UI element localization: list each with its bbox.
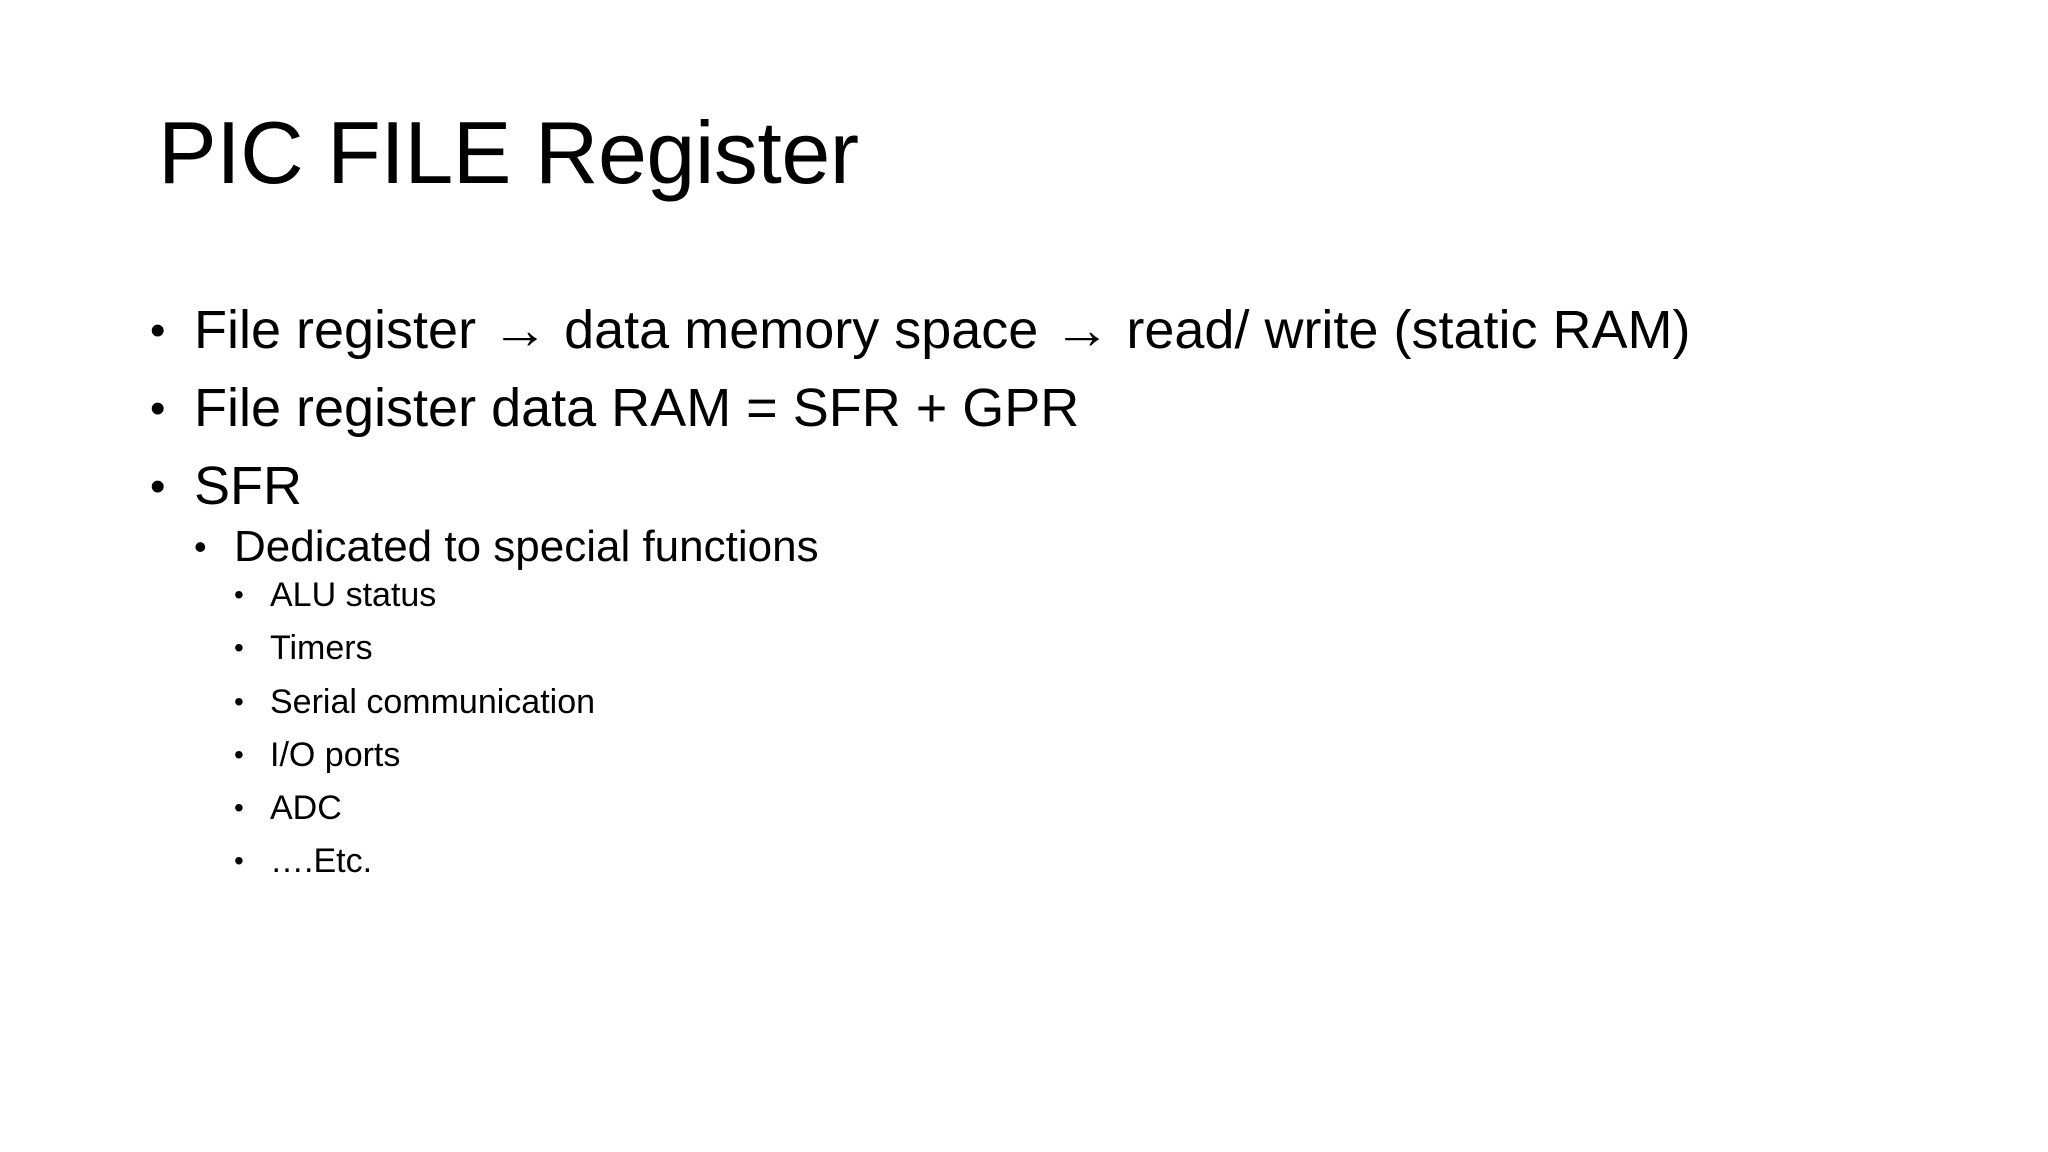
bullet-text-segment-a: File register xyxy=(194,300,477,360)
bullet-item-dedicated-to-special-functions: • Dedicated to special functions • ALU s… xyxy=(194,520,1950,884)
bullet-item-adc: • ADC xyxy=(234,786,1950,830)
bullet-text: Dedicated to special functions xyxy=(234,521,819,571)
page-title: PIC FILE Register xyxy=(158,103,859,202)
bullet-dot-icon: • xyxy=(234,579,244,611)
bullet-item-timers: • Timers xyxy=(234,626,1950,670)
right-arrow-icon: → xyxy=(1053,300,1111,360)
bullet-dot-icon: • xyxy=(234,738,244,770)
bullet-dot-icon: • xyxy=(150,306,166,355)
slide-body-content: • File register → data memory space → re… xyxy=(150,298,1950,895)
bullet-text: ….Etc. xyxy=(270,842,373,881)
bullet-text: Timers xyxy=(270,629,373,668)
bullet-text: ALU status xyxy=(270,576,437,615)
bullet-text: ADC xyxy=(270,789,342,828)
bullet-dot-icon: • xyxy=(150,383,166,433)
bullet-dot-icon: • xyxy=(234,792,244,824)
bullet-item-sfr: • SFR • Dedicated to special functions •… xyxy=(150,454,1950,884)
bullet-list-level-3: • ALU status • Timers • Serial communica… xyxy=(234,573,1950,883)
bullet-dot-icon: • xyxy=(194,525,207,567)
bullet-text: File register → data memory space → read… xyxy=(194,298,1690,364)
bullet-dot-icon: • xyxy=(150,461,166,511)
bullet-text: Serial communication xyxy=(270,682,596,721)
bullet-list-level-1: • File register → data memory space → re… xyxy=(150,298,1950,883)
bullet-dot-icon: • xyxy=(234,685,244,717)
bullet-item-alu-status: • ALU status xyxy=(234,573,1950,617)
bullet-item-etc: • ….Etc. xyxy=(234,839,1950,883)
bullet-item-serial-communication: • Serial communication xyxy=(234,680,1950,724)
bullet-item-file-register-arrow: • File register → data memory space → re… xyxy=(150,298,1950,364)
bullet-dot-icon: • xyxy=(234,632,244,664)
bullet-dot-icon: • xyxy=(234,845,244,877)
bullet-text-segment-b: data memory space xyxy=(564,300,1039,360)
bullet-text: SFR xyxy=(194,455,302,516)
bullet-item-file-register-data-ram: • File register data RAM = SFR + GPR xyxy=(150,376,1950,442)
bullet-item-io-ports: • I/O ports xyxy=(234,733,1950,777)
bullet-text: I/O ports xyxy=(270,735,401,774)
bullet-text-segment-c: read/ write (static RAM) xyxy=(1126,300,1691,360)
bullet-list-level-2: • Dedicated to special functions • ALU s… xyxy=(194,520,1950,884)
bullet-text: File register data RAM = SFR + GPR xyxy=(194,377,1080,438)
right-arrow-icon: → xyxy=(491,300,549,360)
